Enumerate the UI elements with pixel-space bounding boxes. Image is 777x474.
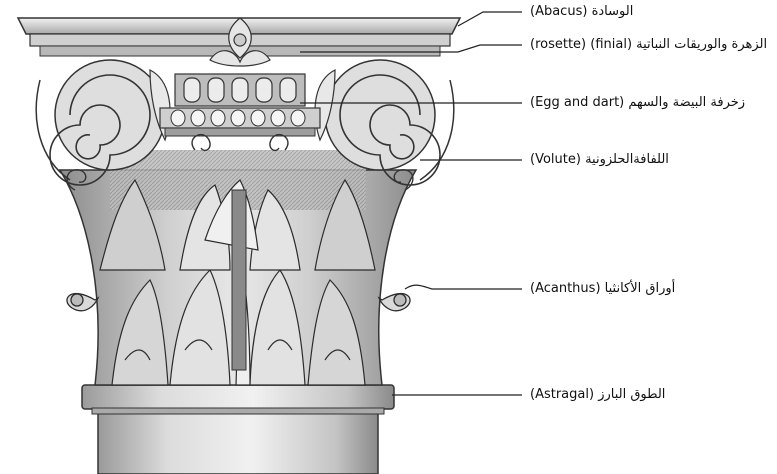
label-abacus-en: (Abacus) [530, 4, 588, 19]
rosette-row [174, 73, 306, 107]
label-astragal: (Astragal) الطوق البارز [530, 387, 665, 403]
leader-acanthus [404, 284, 522, 290]
column-shaft [97, 409, 379, 474]
label-abacus: (Abacus) الوسادة [530, 4, 633, 20]
label-rosette-ar: الزهرة والوريقات النباتية [636, 37, 768, 52]
label-rosette: (rosette) (finial) الزهرة والوريقات النب… [530, 37, 767, 53]
label-astragal-en: (Astragal) [530, 387, 595, 402]
label-astragal-ar: الطوق البارز [598, 387, 666, 402]
leader-abacus [457, 11, 522, 27]
leader-rosette [300, 44, 522, 53]
label-volute-en: (Volute) [530, 152, 581, 167]
volute-left [35, 59, 166, 186]
finial-flower [209, 17, 271, 67]
label-acanthus-ar: أوراق الأكانثيا [604, 281, 676, 296]
label-egg-dart: (Egg and dart) زخرفة البيضة والسهم [530, 95, 745, 111]
label-volute-ar: اللفافةالحلزونية [585, 152, 669, 167]
label-egg-dart-ar: زخرفة البيضة والسهم [628, 95, 746, 110]
helix-scrolls [66, 134, 414, 191]
astragal-ring [81, 384, 395, 415]
label-acanthus: (Acanthus) أوراق الأكانثيا [530, 281, 675, 297]
label-abacus-ar: الوسادة [591, 4, 634, 19]
egg-and-dart-band [159, 107, 321, 137]
label-volute: (Volute) اللفافةالحلزونية [530, 152, 669, 168]
label-rosette-en: (rosette) (finial) [530, 37, 633, 52]
leader-lines [300, 11, 522, 396]
acanthus-curls [66, 293, 411, 312]
label-acanthus-en: (Acanthus) [530, 281, 601, 296]
central-stalk [231, 189, 247, 371]
label-egg-dart-en: (Egg and dart) [530, 95, 625, 110]
